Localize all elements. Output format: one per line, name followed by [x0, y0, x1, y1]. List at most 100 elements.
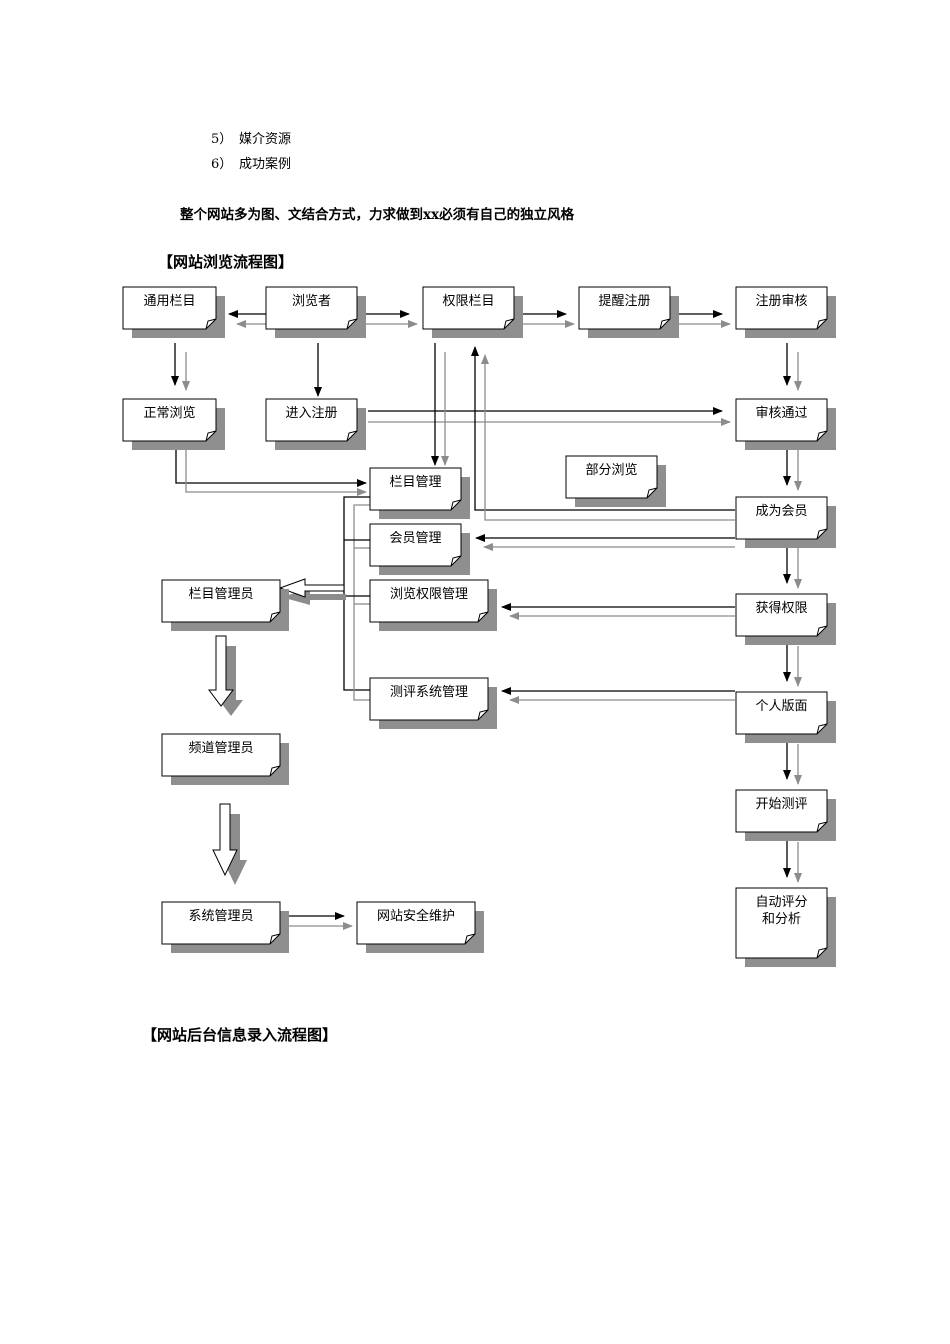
- node-box: [265, 398, 358, 442]
- node-label: 栏目管理员: [188, 587, 253, 602]
- node-box: [735, 789, 828, 833]
- node-review: 注册审核: [735, 286, 836, 338]
- node-box: [735, 398, 828, 442]
- node-box: [356, 901, 476, 945]
- arrow-normal-column-shadow: [185, 450, 367, 496]
- node-fold: [816, 947, 828, 959]
- node-channel-admin: 频道管理员: [161, 733, 289, 785]
- node-start-eval: 开始测评: [735, 789, 836, 841]
- node-eval-mgmt: 测评系统管理: [369, 677, 497, 729]
- arrow-member-permission-shadow: [481, 354, 735, 521]
- list-number: 6）: [211, 157, 233, 172]
- list-text: 媒介资源: [239, 132, 292, 147]
- node-label: 频道管理员: [188, 741, 253, 756]
- node-box: [161, 901, 281, 945]
- node-fold: [646, 487, 658, 499]
- list-item: 6） 成功案例: [211, 153, 291, 172]
- node-fold: [450, 499, 462, 511]
- node-label: 权限栏目: [442, 293, 494, 309]
- node-box: [735, 593, 828, 637]
- node-label: 开始测评: [755, 797, 807, 812]
- arrow-member-permission: [471, 346, 735, 511]
- node-general: 通用栏目: [122, 286, 225, 338]
- node-box: [161, 579, 281, 623]
- list-item: 5） 媒介资源: [211, 128, 291, 147]
- node-fold: [464, 933, 476, 945]
- node-label: 会员管理: [389, 531, 441, 546]
- node-security: 网站安全维护: [356, 901, 484, 953]
- node-fold: [269, 933, 281, 945]
- node-box: [422, 286, 515, 330]
- node-label: 栏目管理: [389, 475, 441, 490]
- node-member-status: 成为会员: [735, 496, 836, 548]
- node-remind: 提醒注册: [578, 286, 679, 338]
- node-label: 获得权限: [755, 600, 807, 616]
- node-label: 通用栏目: [143, 294, 195, 309]
- node-box: [161, 733, 281, 777]
- node-browser: 浏览者: [265, 286, 366, 338]
- node-column-mgmt: 栏目管理: [369, 467, 470, 519]
- node-box: [369, 523, 462, 567]
- node-fold: [503, 318, 515, 330]
- node-box: [369, 579, 489, 623]
- node-partial: 部分浏览: [565, 455, 666, 507]
- list-number: 5）: [211, 132, 233, 147]
- backend-title: 【网站后台信息录入流程图】: [142, 1026, 338, 1044]
- node-label: 网站安全维护: [377, 908, 455, 924]
- node-label: 系统管理员: [188, 909, 253, 924]
- block-arrows: [208, 578, 346, 885]
- node-browse-perm: 浏览权限管理: [369, 579, 497, 631]
- node-fold: [477, 709, 489, 721]
- node-column-admin: 栏目管理员: [161, 579, 289, 631]
- node-fold: [346, 430, 358, 442]
- node-approved: 审核通过: [735, 398, 836, 450]
- node-fold: [205, 318, 217, 330]
- node-fold: [269, 611, 281, 623]
- node-label: 注册审核: [755, 294, 807, 309]
- management-bracket: [343, 496, 370, 691]
- node-label: 浏览者: [292, 293, 331, 309]
- node-label: 进入注册: [285, 406, 337, 421]
- node-member-mgmt: 会员管理: [369, 523, 470, 575]
- node-fold: [346, 318, 358, 330]
- node-label: 提醒注册: [598, 293, 650, 309]
- node-fold: [269, 765, 281, 777]
- node-fold: [816, 528, 828, 540]
- arrow-normal-column: [175, 442, 367, 487]
- node-box: [735, 286, 828, 330]
- node-box: [122, 398, 217, 442]
- node-label: 自动评分: [755, 895, 807, 910]
- node-fold: [816, 318, 828, 330]
- node-get-perm: 获得权限: [735, 593, 836, 645]
- node-fold: [816, 625, 828, 637]
- node-fold: [450, 555, 462, 567]
- list-text: 成功案例: [239, 157, 292, 172]
- flow-title: 【网站浏览流程图】: [158, 253, 294, 271]
- node-box: [735, 887, 828, 959]
- node-label: 浏览权限管理: [390, 586, 468, 602]
- node-fold: [659, 318, 671, 330]
- node-normal: 正常浏览: [122, 398, 225, 450]
- node-box: [122, 286, 217, 330]
- node-label: 审核通过: [755, 406, 807, 421]
- node-fold: [816, 723, 828, 735]
- node-fold: [816, 821, 828, 833]
- node-box: [735, 691, 828, 735]
- node-label: 成为会员: [755, 504, 807, 519]
- node-label: 个人版面: [755, 699, 807, 714]
- management-bracket-shadow: [353, 504, 370, 701]
- node-box: [735, 496, 828, 540]
- node-fold: [816, 430, 828, 442]
- node-label: 测评系统管理: [390, 685, 468, 700]
- node-sys-admin: 系统管理员: [161, 901, 289, 953]
- node-box: [578, 286, 671, 330]
- summary-text: 整个网站多为图、文结合方式，力求做到xx必须有自己的独立风格: [180, 207, 575, 223]
- node-box: [565, 455, 658, 499]
- node-label: 正常浏览: [143, 405, 195, 421]
- node-box: [265, 286, 358, 330]
- node-personal: 个人版面: [735, 691, 836, 743]
- node-label: 和分析: [762, 912, 801, 927]
